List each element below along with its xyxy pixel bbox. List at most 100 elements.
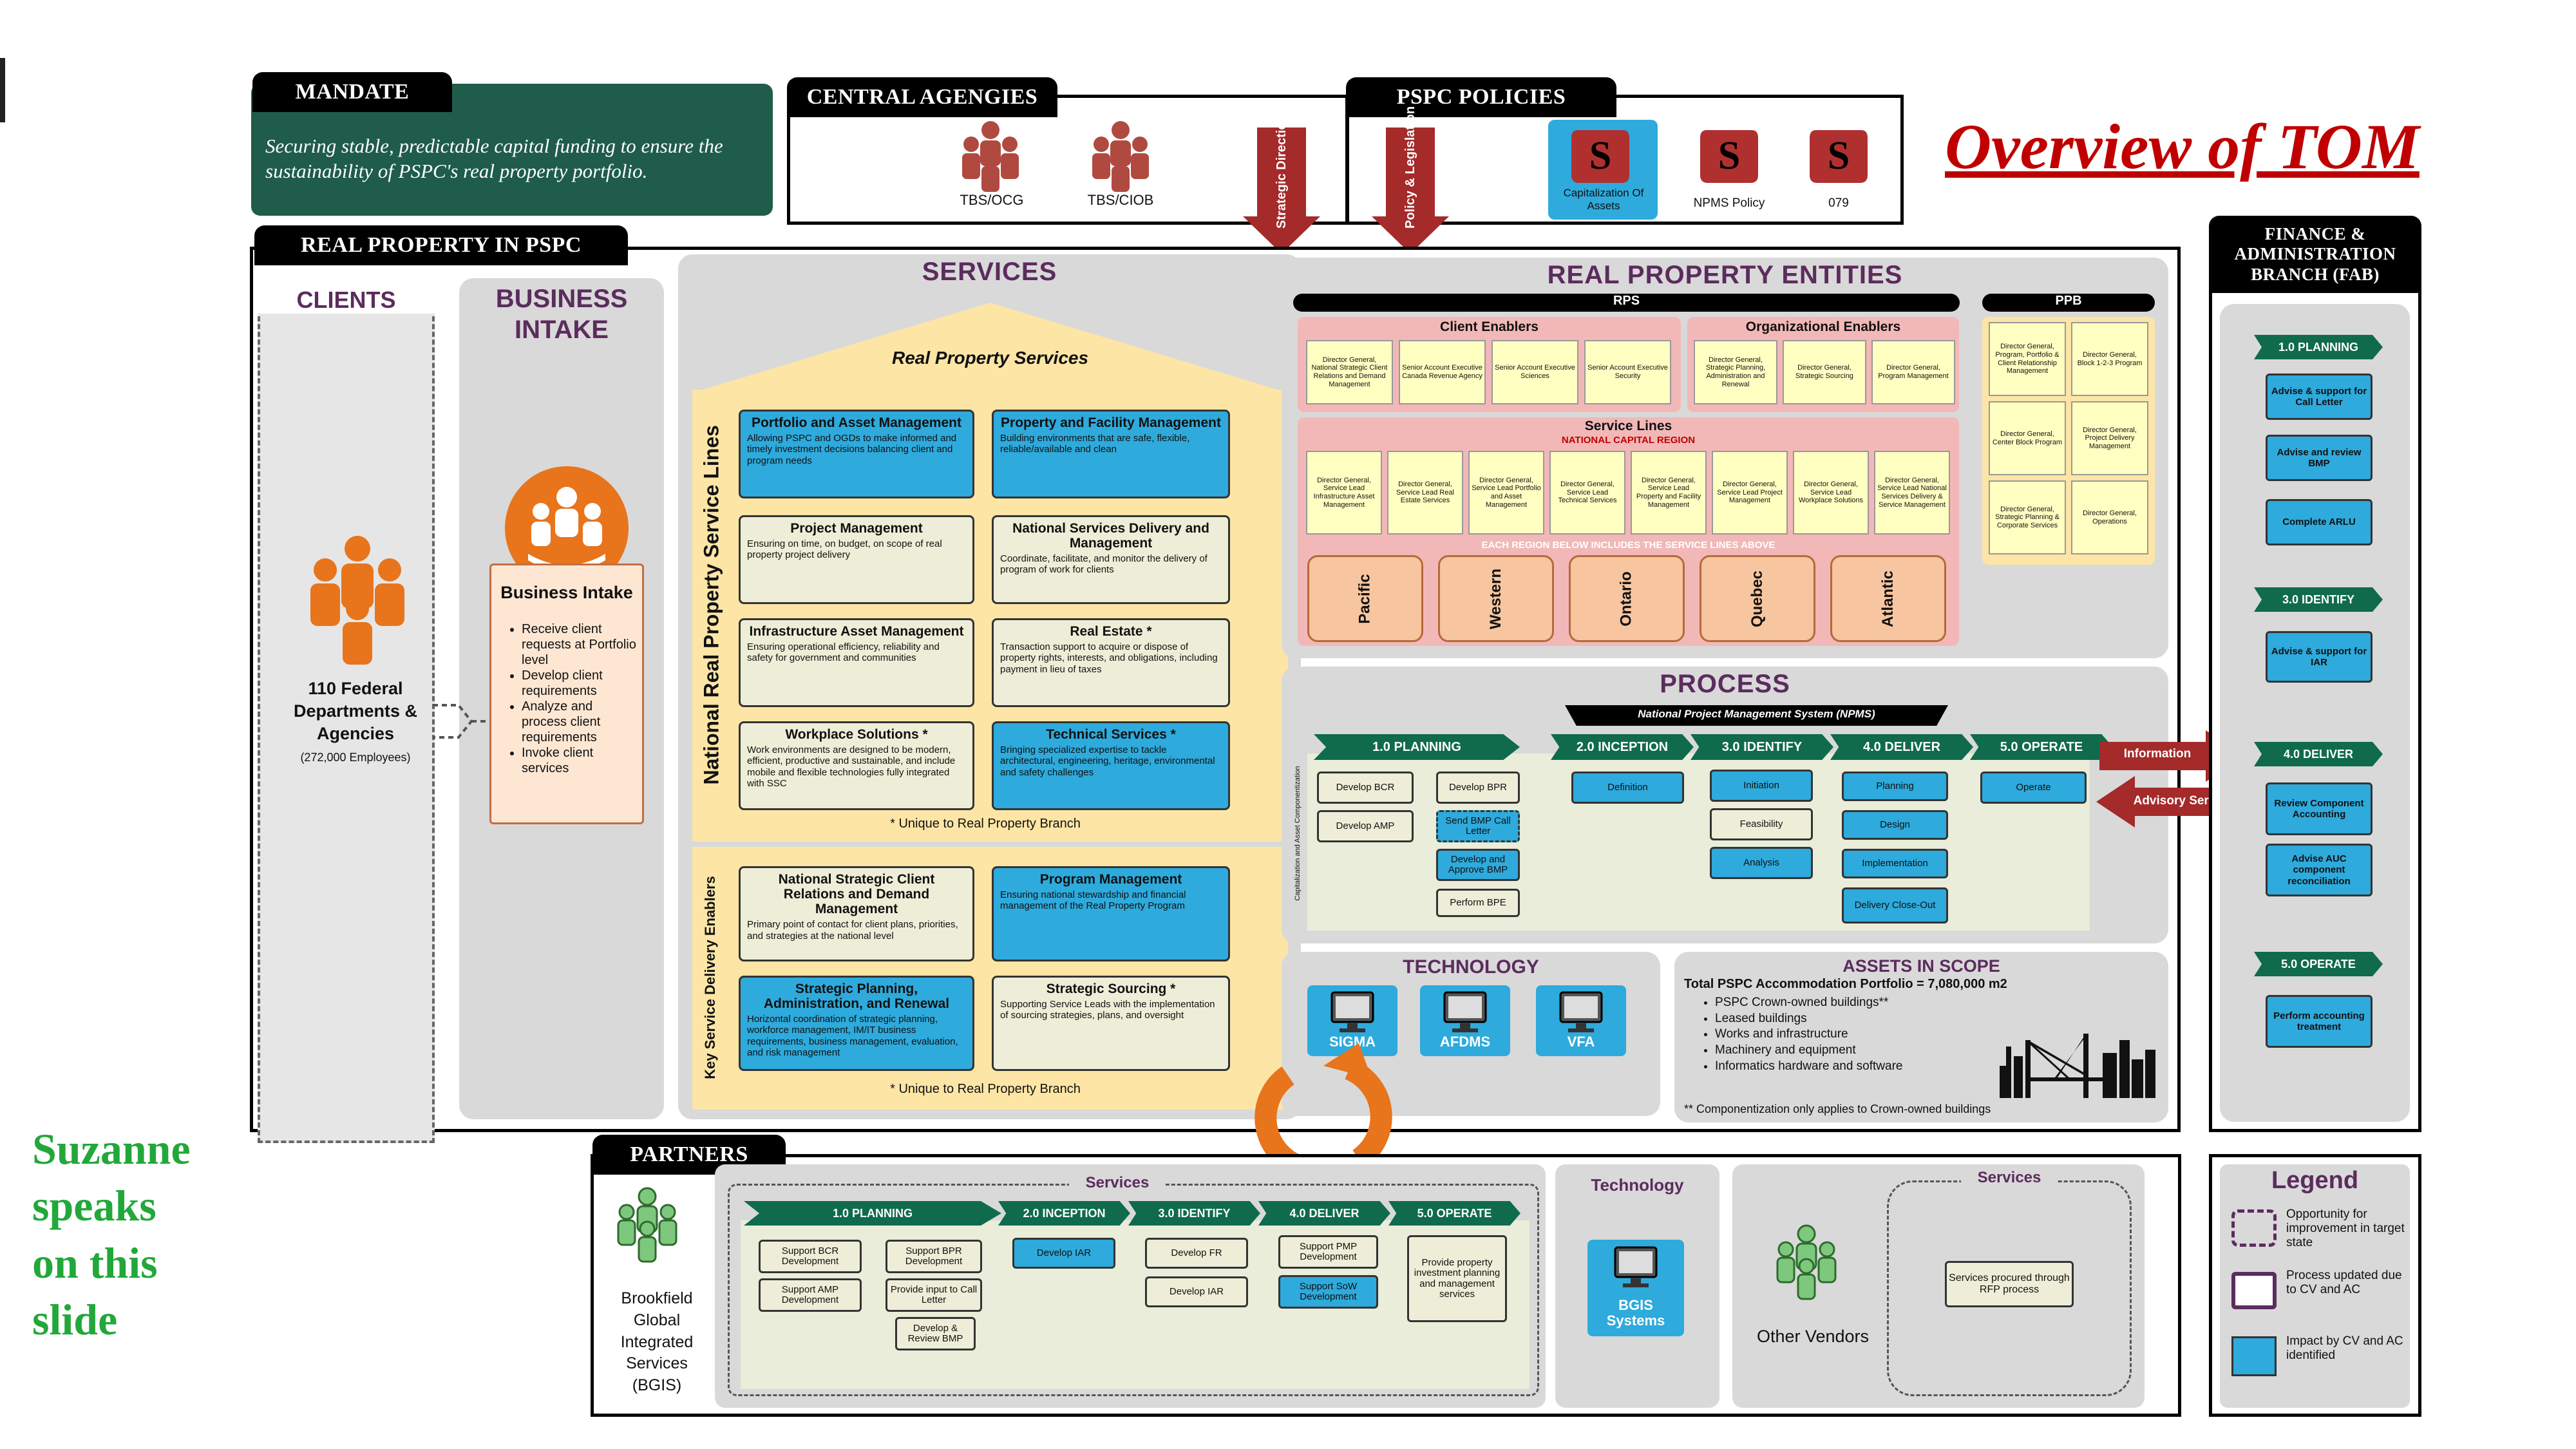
asset-item: Informatics hardware and software <box>1715 1059 2012 1075</box>
fab-step[interactable]: Advise AUC component reconciliation <box>2266 844 2372 896</box>
speaker-note: Suzanne speaks on this slide <box>32 1121 191 1349</box>
fab-step[interactable]: Advise & support for IAR <box>2266 631 2372 683</box>
process-step[interactable]: Delivery Close-Out <box>1842 887 1948 923</box>
service-card[interactable]: Strategic Planning, Administration, and … <box>739 976 974 1071</box>
svg-text:S: S <box>1718 134 1740 178</box>
process-step[interactable]: Develop AMP <box>1317 810 1414 842</box>
partner-step[interactable]: Support SoW Development <box>1278 1275 1378 1309</box>
process-step[interactable]: Initiation <box>1710 770 1813 802</box>
fab-step[interactable]: Complete ARLU <box>2266 499 2372 545</box>
service-card[interactable]: Real Estate *Transaction support to acqu… <box>992 618 1230 707</box>
fab-step[interactable]: Review Component Accounting <box>2266 782 2372 835</box>
process-phase: 1.0 PLANNING <box>1314 734 1520 760</box>
partner-step[interactable]: Develop & Review BMP <box>895 1317 976 1350</box>
assets-total: Total PSPC Accommodation Portfolio = 7,0… <box>1684 977 2007 991</box>
partners-process-area <box>741 1220 1530 1389</box>
monitor-icon <box>1328 990 1377 1038</box>
rps-bar <box>1293 294 1960 312</box>
ce-item: Senior Account Executive Canada Revenue … <box>1399 340 1486 404</box>
service-card[interactable]: National Strategic Client Relations and … <box>739 866 974 961</box>
partners-phase: 2.0 INCEPTION <box>998 1201 1130 1226</box>
process-step[interactable]: Feasibility <box>1710 808 1813 840</box>
asset-item: Works and infrastructure <box>1715 1027 2012 1043</box>
process-step[interactable]: Develop BPR <box>1436 772 1520 804</box>
process-step[interactable]: Perform BPE <box>1436 889 1520 917</box>
process-step[interactable]: Analysis <box>1710 847 1813 879</box>
ce-item: Director General, National Strategic Cli… <box>1306 340 1393 404</box>
bgis-systems-label: BGIS Systems <box>1606 1297 1665 1329</box>
fab-step[interactable]: Advise and review BMP <box>2266 435 2372 481</box>
service-card[interactable]: Technical Services *Bringing specialized… <box>992 721 1230 810</box>
partner-step[interactable]: Support AMP Development <box>759 1278 862 1312</box>
policy-label: NPMS Policy <box>1693 196 1765 210</box>
sl-item: Director General, Service Lead Portfolio… <box>1468 451 1544 535</box>
partner-step[interactable]: Develop IAR <box>1012 1238 1115 1269</box>
service-card[interactable]: Workplace Solutions *Work environments a… <box>739 721 974 810</box>
policy-label: Capitalization Of Assets <box>1563 187 1644 212</box>
partner-step[interactable]: Support PMP Development <box>1278 1235 1378 1269</box>
side-label-top: National Real Property Service Lines <box>699 425 723 785</box>
other-vendors-label: Other Vendors <box>1756 1327 1870 1346</box>
legend-label: Opportunity for improvement in target st… <box>2286 1208 2405 1249</box>
cityscape-icon <box>2000 1021 2157 1101</box>
service-card[interactable]: Strategic Sourcing *Supporting Service L… <box>992 976 1230 1071</box>
legend-title: Legend <box>2271 1167 2359 1194</box>
partners-services-label: Services <box>1069 1174 1166 1192</box>
sl-item: Director General, Service Lead Project M… <box>1712 451 1788 535</box>
partner-step[interactable]: Provide input to Call Letter <box>886 1278 982 1312</box>
process-step[interactable]: Design <box>1842 810 1948 840</box>
client-enablers-label: Client Enablers <box>1440 319 1539 334</box>
ce-item: Senior Account Executive Security <box>1584 340 1671 404</box>
partners-technology-label: Technology <box>1591 1175 1684 1195</box>
partner-step[interactable]: Provide property investment planning and… <box>1407 1235 1507 1322</box>
process-phase: 4.0 DELIVER <box>1830 734 1973 760</box>
process-step[interactable]: Send BMP Call Letter <box>1436 810 1520 842</box>
scroll-icon: S <box>1694 124 1765 191</box>
process-step[interactable]: Develop BCR <box>1317 772 1414 804</box>
partner-step[interactable]: Support BCR Development <box>759 1240 862 1273</box>
partner-step[interactable]: Develop FR <box>1145 1238 1248 1269</box>
region-box: Ontario <box>1569 555 1685 642</box>
partners-phase: 1.0 PLANNING <box>744 1201 1001 1226</box>
process-step[interactable]: Develop and Approve BMP <box>1436 849 1520 881</box>
bgis-label: Brookfield Global Integrated Services (B… <box>620 1289 694 1394</box>
partner-step[interactable]: Develop IAR <box>1145 1276 1248 1307</box>
assets-title: ASSETS IN SCOPE <box>1842 956 2000 976</box>
sl-item: Director General, Service Lead National … <box>1874 451 1950 535</box>
roof-label: Real Property Services <box>891 348 1089 368</box>
region-box: Atlantic <box>1830 555 1946 642</box>
svg-text:S: S <box>1589 134 1611 178</box>
fab-step[interactable]: Perform accounting treatment <box>2266 995 2372 1048</box>
policy-legislation-label: Policy & Legislation <box>1403 106 1417 229</box>
people-icon <box>1082 118 1159 199</box>
people-icon <box>609 1185 686 1272</box>
sl-item: Director General, Service Lead Technical… <box>1549 451 1625 535</box>
process-side-label: Capitalization and Asset Componentizatio… <box>1294 766 1302 901</box>
legend-label: Impact by CV and AC identified <box>2286 1334 2403 1362</box>
partner-step[interactable]: Support BPR Development <box>886 1240 982 1273</box>
agency-label: TBS/OCG <box>960 192 1024 208</box>
process-step[interactable]: Planning <box>1842 772 1948 801</box>
fab-phase: 4.0 DELIVER <box>2254 742 2383 766</box>
tech-label: VFA <box>1567 1034 1595 1050</box>
fab-phase: 5.0 OPERATE <box>2254 952 2383 976</box>
process-step[interactable]: Operate <box>1980 772 2087 804</box>
monitor-icon <box>1557 990 1605 1038</box>
sl-item: Director General, Service Lead Property … <box>1631 451 1707 535</box>
fab-step[interactable]: Advise & support for Call Letter <box>2266 374 2372 420</box>
process-area <box>1307 753 2090 931</box>
process-step[interactable]: Definition <box>1571 772 1684 804</box>
policy-legislation-arrow <box>1372 128 1449 257</box>
partners-phase: 5.0 OPERATE <box>1388 1201 1520 1226</box>
service-card[interactable]: National Services Delivery and Managemen… <box>992 515 1230 604</box>
services2-item[interactable]: Services procured through RFP process <box>1945 1261 2074 1307</box>
roof <box>692 303 1288 396</box>
process-step[interactable]: Implementation <box>1842 849 1948 878</box>
advisory-arrow <box>2096 776 2241 831</box>
bullet-item: Develop client requirements <box>522 668 641 699</box>
